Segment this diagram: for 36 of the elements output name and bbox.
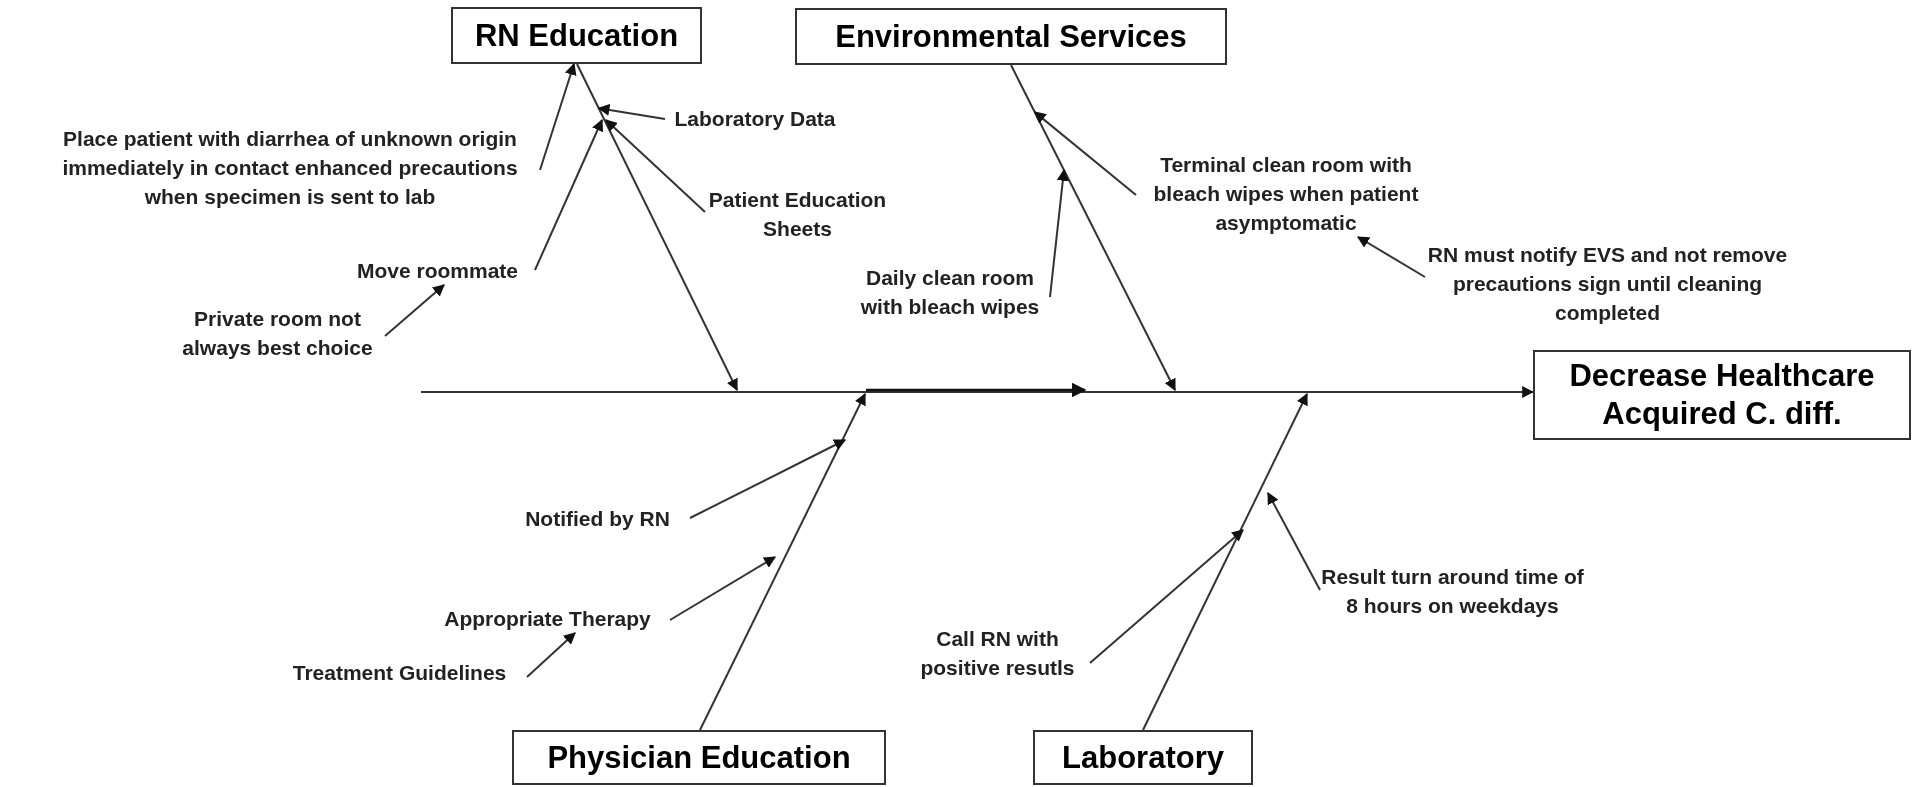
arrow xyxy=(1267,491,1321,591)
arrow xyxy=(1089,529,1244,664)
category-box: RN Education xyxy=(451,7,702,64)
cause-text: Daily clean room with bleach wipes xyxy=(850,263,1050,321)
arrow xyxy=(576,63,738,392)
category-box: Laboratory xyxy=(1033,730,1253,785)
cause-text: Place patient with diarrhea of unknown origin immediately in contact enhanced precautions when specimen is sent to lab xyxy=(40,124,540,211)
cause-text: Appropriate Therapy xyxy=(425,604,670,633)
cause-text: Terminal clean room with bleach wipes when patient asymptomatic xyxy=(1136,150,1436,237)
cause-text: Notified by RN xyxy=(505,504,690,533)
arrow xyxy=(669,556,777,621)
arrow xyxy=(597,104,666,120)
category-box: Environmental Services xyxy=(795,8,1227,65)
cause-text: Laboratory Data xyxy=(665,104,845,133)
arrow xyxy=(1033,111,1137,196)
cause-text: Private room not always best choice xyxy=(170,304,385,362)
arrow xyxy=(699,392,866,731)
cause-text: Call RN with positive resutls xyxy=(905,624,1090,682)
arrow xyxy=(1356,236,1426,278)
arrow xyxy=(605,119,706,213)
arrow xyxy=(1049,168,1069,298)
category-box: Physician Education xyxy=(512,730,886,785)
cause-text: Result turn around time of 8 hours on weekdays xyxy=(1320,562,1585,620)
effect-box: Decrease Healthcare Acquired C. diff. xyxy=(1533,350,1911,440)
cause-text: Patient Education Sheets xyxy=(705,185,890,243)
cause-text: Treatment Guidelines xyxy=(272,658,527,687)
arrow xyxy=(539,62,577,171)
cause-text: RN must notify EVS and not remove precautions sign until cleaning completed xyxy=(1425,240,1790,327)
spine-arrow xyxy=(420,386,1535,398)
arrow xyxy=(384,284,445,337)
arrow xyxy=(534,118,604,271)
arrow xyxy=(1142,392,1308,731)
arrow xyxy=(1010,64,1176,392)
cause-text: Move roommate xyxy=(340,256,535,285)
arrow xyxy=(689,439,847,519)
arrow xyxy=(526,632,576,678)
